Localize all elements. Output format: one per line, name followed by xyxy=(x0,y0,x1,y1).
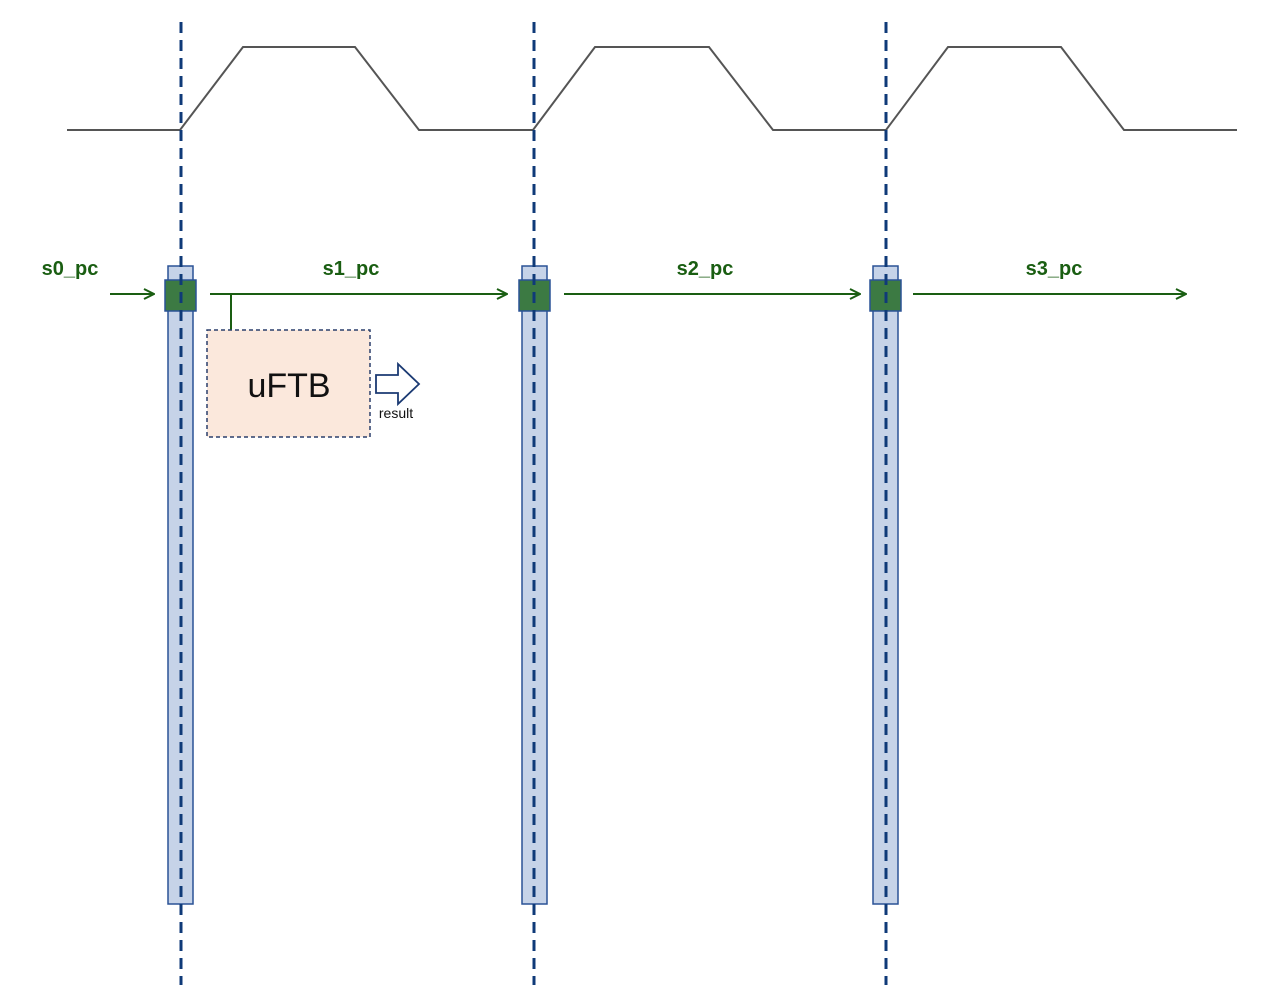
result-label: result xyxy=(379,405,413,421)
uftb-label: uFTB xyxy=(247,367,330,405)
uftb-block: uFTB xyxy=(206,329,371,438)
s1-pc-label: s1_pc xyxy=(323,258,380,280)
s0-pc-label: s0_pc xyxy=(42,258,99,280)
clock-waveform xyxy=(67,46,1237,131)
s3-pc-label: s3_pc xyxy=(1026,258,1083,280)
s2-pc-label: s2_pc xyxy=(677,258,734,280)
hollow-right-arrow-icon xyxy=(375,361,421,407)
